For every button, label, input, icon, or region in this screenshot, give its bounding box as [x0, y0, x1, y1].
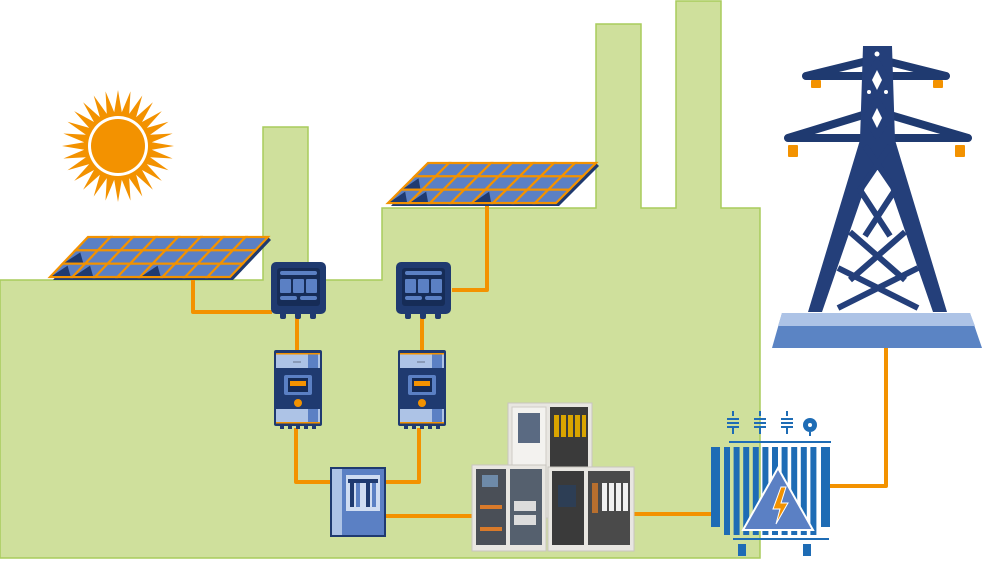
transformer-fin [800, 447, 807, 535]
solar-cell [204, 262, 246, 279]
inverter-2 [398, 350, 446, 429]
transformer-fin [791, 447, 798, 535]
switchgear-cabinet-left [471, 464, 547, 552]
switchgear-cabinets [471, 402, 635, 552]
wire-panel2-combiner2 [452, 205, 489, 292]
wire-inverter2-acbox [386, 428, 421, 484]
sun-disc [91, 119, 145, 173]
transformer-fin [743, 447, 750, 535]
wire-inverter1-acbox [294, 428, 330, 484]
bushing-1 [727, 411, 739, 434]
inverter-1 [274, 350, 322, 429]
transformer-fin [752, 447, 759, 535]
combiner-box-2 [396, 262, 451, 319]
solar-array-2 [385, 161, 599, 206]
wiring [191, 205, 888, 518]
transformer-fin [733, 447, 740, 535]
status-led [294, 399, 302, 407]
status-led [418, 399, 426, 407]
bushing-3 [781, 411, 793, 434]
wire-transformer-tower [828, 348, 888, 488]
switchgear-cabinet-right [547, 466, 635, 552]
solar-cell [532, 188, 572, 205]
combiner-box-1 [271, 262, 326, 319]
transformer-fin [724, 447, 730, 535]
transformer-fin [810, 447, 817, 535]
ac-distribution-box [330, 467, 386, 537]
sun-icon [62, 90, 174, 202]
lightning-bolt-icon [772, 486, 789, 525]
transmission-tower-icon [772, 46, 982, 348]
transformer-icon [711, 411, 831, 556]
bushing-2 [754, 411, 766, 434]
wire-panel1-combiner1 [191, 278, 272, 314]
solar-array-1 [47, 235, 271, 280]
